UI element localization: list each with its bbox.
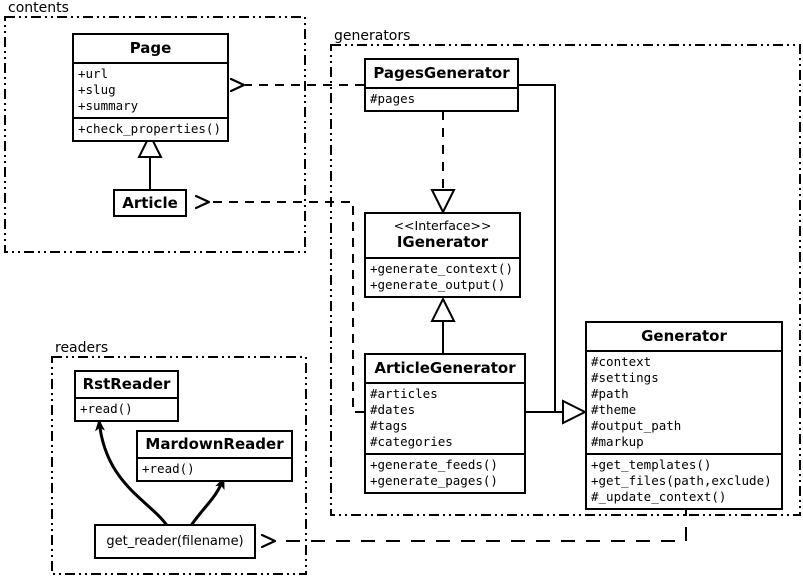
class-title-pagesgenerator: PagesGenerator [373,64,510,82]
class-stereotype-igenerator: <<Interface>> [393,218,492,233]
class-member: +slug [78,82,116,97]
class-member: #markup [591,434,644,449]
relation-pagesgenerator-realizes-igenerator [430,111,456,215]
class-member: +check_properties() [78,121,221,136]
class-box-pagesgenerator[interactable]: PagesGenerator #pages [364,58,519,112]
class-member: +generate_context() [370,261,513,276]
class-attributes-page: +url +slug +summary [74,62,227,117]
class-title-articlegenerator: ArticleGenerator [374,359,516,377]
class-attributes-articlegenerator: #articles #dates #tags #categories [366,382,524,453]
relation-article-inherits-page [137,132,163,189]
class-box-rstreader[interactable]: RstReader +read() [74,370,179,422]
class-member: +generate_output() [370,277,506,292]
class-methods-mardownreader: +read() [138,457,291,480]
class-attributes-generator: #context #settings #path #theme #output_… [587,350,781,453]
class-member: +get_files(path,exclude) [591,473,772,488]
class-header-igenerator: <<Interface>> IGenerator [366,214,519,257]
class-attributes-pagesgenerator: #pages [366,87,517,110]
class-title-page: Page [129,39,172,57]
class-member: #pages [370,91,416,106]
class-box-page[interactable]: Page +url +slug +summary +check_properti… [72,33,229,142]
class-member: +generate_pages() [370,473,498,488]
class-member: #path [591,386,629,401]
package-label-readers: readers [53,340,111,356]
class-member: +read() [142,461,195,476]
function-box-get-reader[interactable]: get_reader(filename) [94,524,256,559]
class-member: +summary [78,98,139,113]
class-title-generator: Generator [641,327,727,345]
class-methods-page: +check_properties() [74,117,227,140]
class-methods-generator: +get_templates() +get_files(path,exclude… [587,453,781,508]
class-member: #categories [370,434,453,449]
class-title-article: Article [122,194,178,212]
class-box-igenerator[interactable]: <<Interface>> IGenerator +generate_conte… [364,212,521,298]
package-label-generators: generators [332,28,413,44]
class-member: #settings [591,370,659,385]
class-member: #articles [370,386,438,401]
class-methods-articlegenerator: +generate_feeds() +generate_pages() [366,453,524,492]
class-member: #theme [591,402,637,417]
class-member: #output_path [591,418,682,433]
class-member: +read() [80,401,133,416]
relation-articlegenerator-inherits-igenerator [430,296,456,353]
class-box-articlegenerator[interactable]: ArticleGenerator #articles #dates #tags … [364,353,526,494]
class-member: #context [591,354,652,369]
class-title-mardownreader: MardownReader [145,435,284,453]
relation-articlegenerator-depends-article [210,202,364,413]
class-member: +url [78,66,109,81]
function-box-label: get_reader(filename) [106,534,244,549]
class-methods-rstreader: +read() [76,397,177,420]
relation-getreader-uses-mardownreader [188,477,226,528]
class-box-article[interactable]: Article [113,189,187,217]
class-box-generator[interactable]: Generator #context #settings #path #them… [585,321,783,510]
class-member: #tags [370,418,408,433]
class-member: #_update_context() [591,489,727,504]
class-member: #dates [370,402,416,417]
relation-generators-inherit-generator [519,84,588,425]
class-title-rstreader: RstReader [82,375,171,393]
class-member: +generate_feeds() [370,457,498,472]
class-box-mardownreader[interactable]: MardownReader +read() [136,430,293,482]
class-member: +get_templates() [591,457,712,472]
class-title-igenerator: IGenerator [396,233,489,251]
class-methods-igenerator: +generate_context() +generate_output() [366,257,519,296]
package-label-contents: contents [6,0,71,16]
